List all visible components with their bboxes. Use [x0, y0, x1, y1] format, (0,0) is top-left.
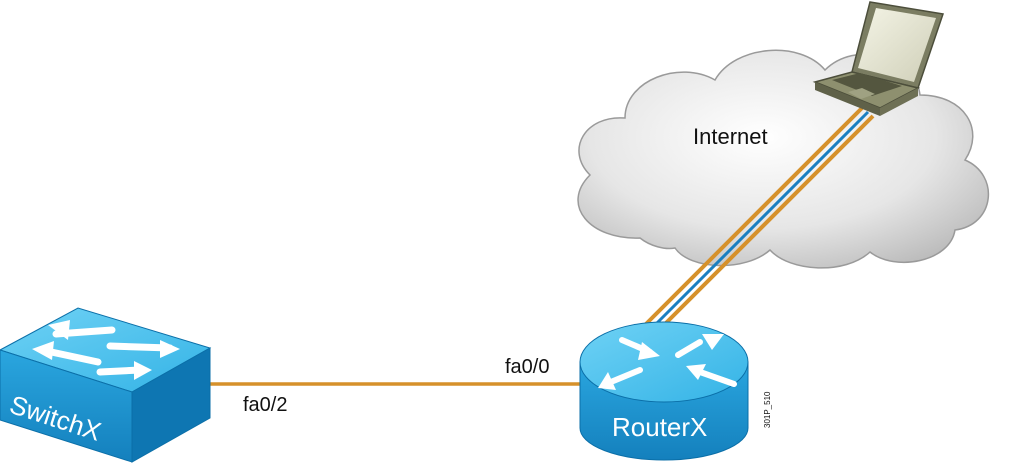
router-port-label: fa0/0: [505, 356, 549, 378]
router-label: RouterX: [612, 412, 707, 442]
router-icon: [579, 321, 749, 461]
switch-port-label: fa0/2: [243, 394, 287, 416]
internet-cloud: [577, 49, 990, 269]
internet-label: Internet: [693, 124, 768, 149]
figure-id: 301P_510: [763, 391, 772, 428]
switch-icon: [0, 307, 212, 463]
wan-link: [638, 106, 875, 340]
laptop-icon: [812, 1, 944, 116]
